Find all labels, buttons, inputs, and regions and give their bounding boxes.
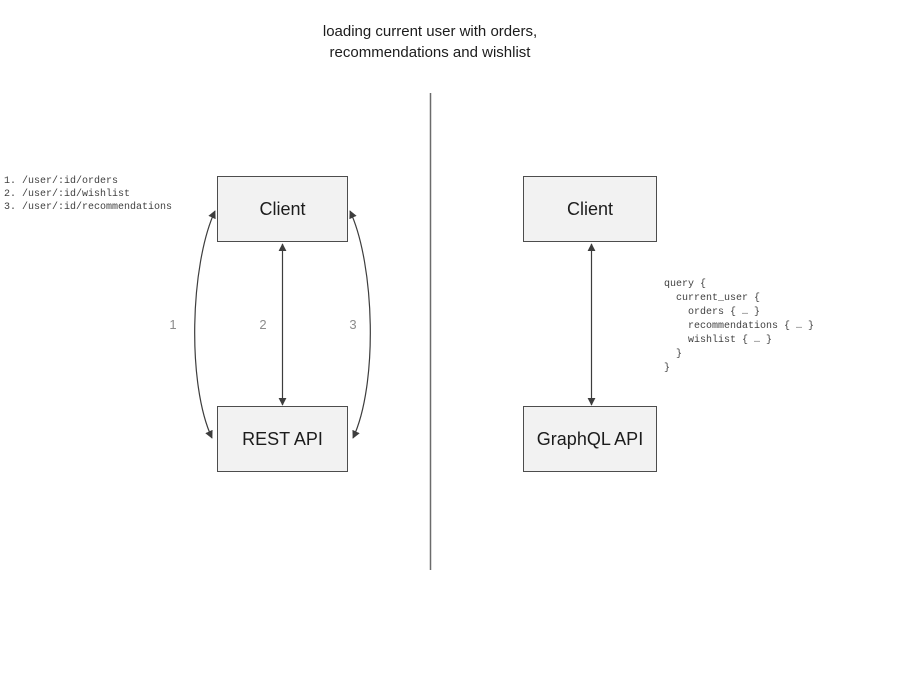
- title-line-1: loading current user with orders,: [322, 23, 538, 40]
- graphql-query-snippet: query { current_user { orders { … } reco…: [664, 278, 814, 376]
- rest-endpoint-list: 1. /user/:id/orders 2. /user/:id/wishlis…: [4, 175, 172, 214]
- rest-client-node: Client: [217, 176, 348, 242]
- rest-api-node: REST API: [217, 406, 348, 472]
- rest-api-label: REST API: [242, 428, 323, 449]
- arrow-label-2: 2: [259, 316, 267, 332]
- graphql-api-label: GraphQL API: [536, 428, 644, 449]
- query-line: recommendations { … }: [664, 321, 815, 332]
- arrow-label-1: 1: [169, 316, 177, 332]
- rest-arc-1-arrow: [194, 210, 216, 439]
- graphql-client-label: Client: [566, 198, 614, 219]
- query-line: orders { … }: [664, 307, 761, 318]
- rest-client-label: Client: [259, 198, 306, 219]
- query-line: wishlist { … }: [664, 335, 773, 346]
- graphql-api-node: GraphQL API: [523, 406, 657, 472]
- diagram-title: loading current user with orders, recomm…: [0, 21, 860, 63]
- arrow-label-3: 3: [349, 316, 357, 332]
- rest-endpoint-recommendations: 3. /user/:id/recommendations: [4, 202, 173, 213]
- query-line: }: [664, 363, 671, 374]
- query-line: current_user {: [664, 293, 761, 304]
- rest-endpoint-orders: 1. /user/:id/orders: [4, 176, 119, 187]
- graphql-client-node: Client: [523, 176, 657, 242]
- rest-endpoint-wishlist: 2. /user/:id/wishlist: [4, 189, 131, 200]
- title-line-2: recommendations and wishlist: [329, 44, 531, 61]
- query-line: query {: [664, 279, 707, 290]
- rest-arc-3-arrow: [349, 210, 371, 439]
- query-line: }: [664, 349, 683, 360]
